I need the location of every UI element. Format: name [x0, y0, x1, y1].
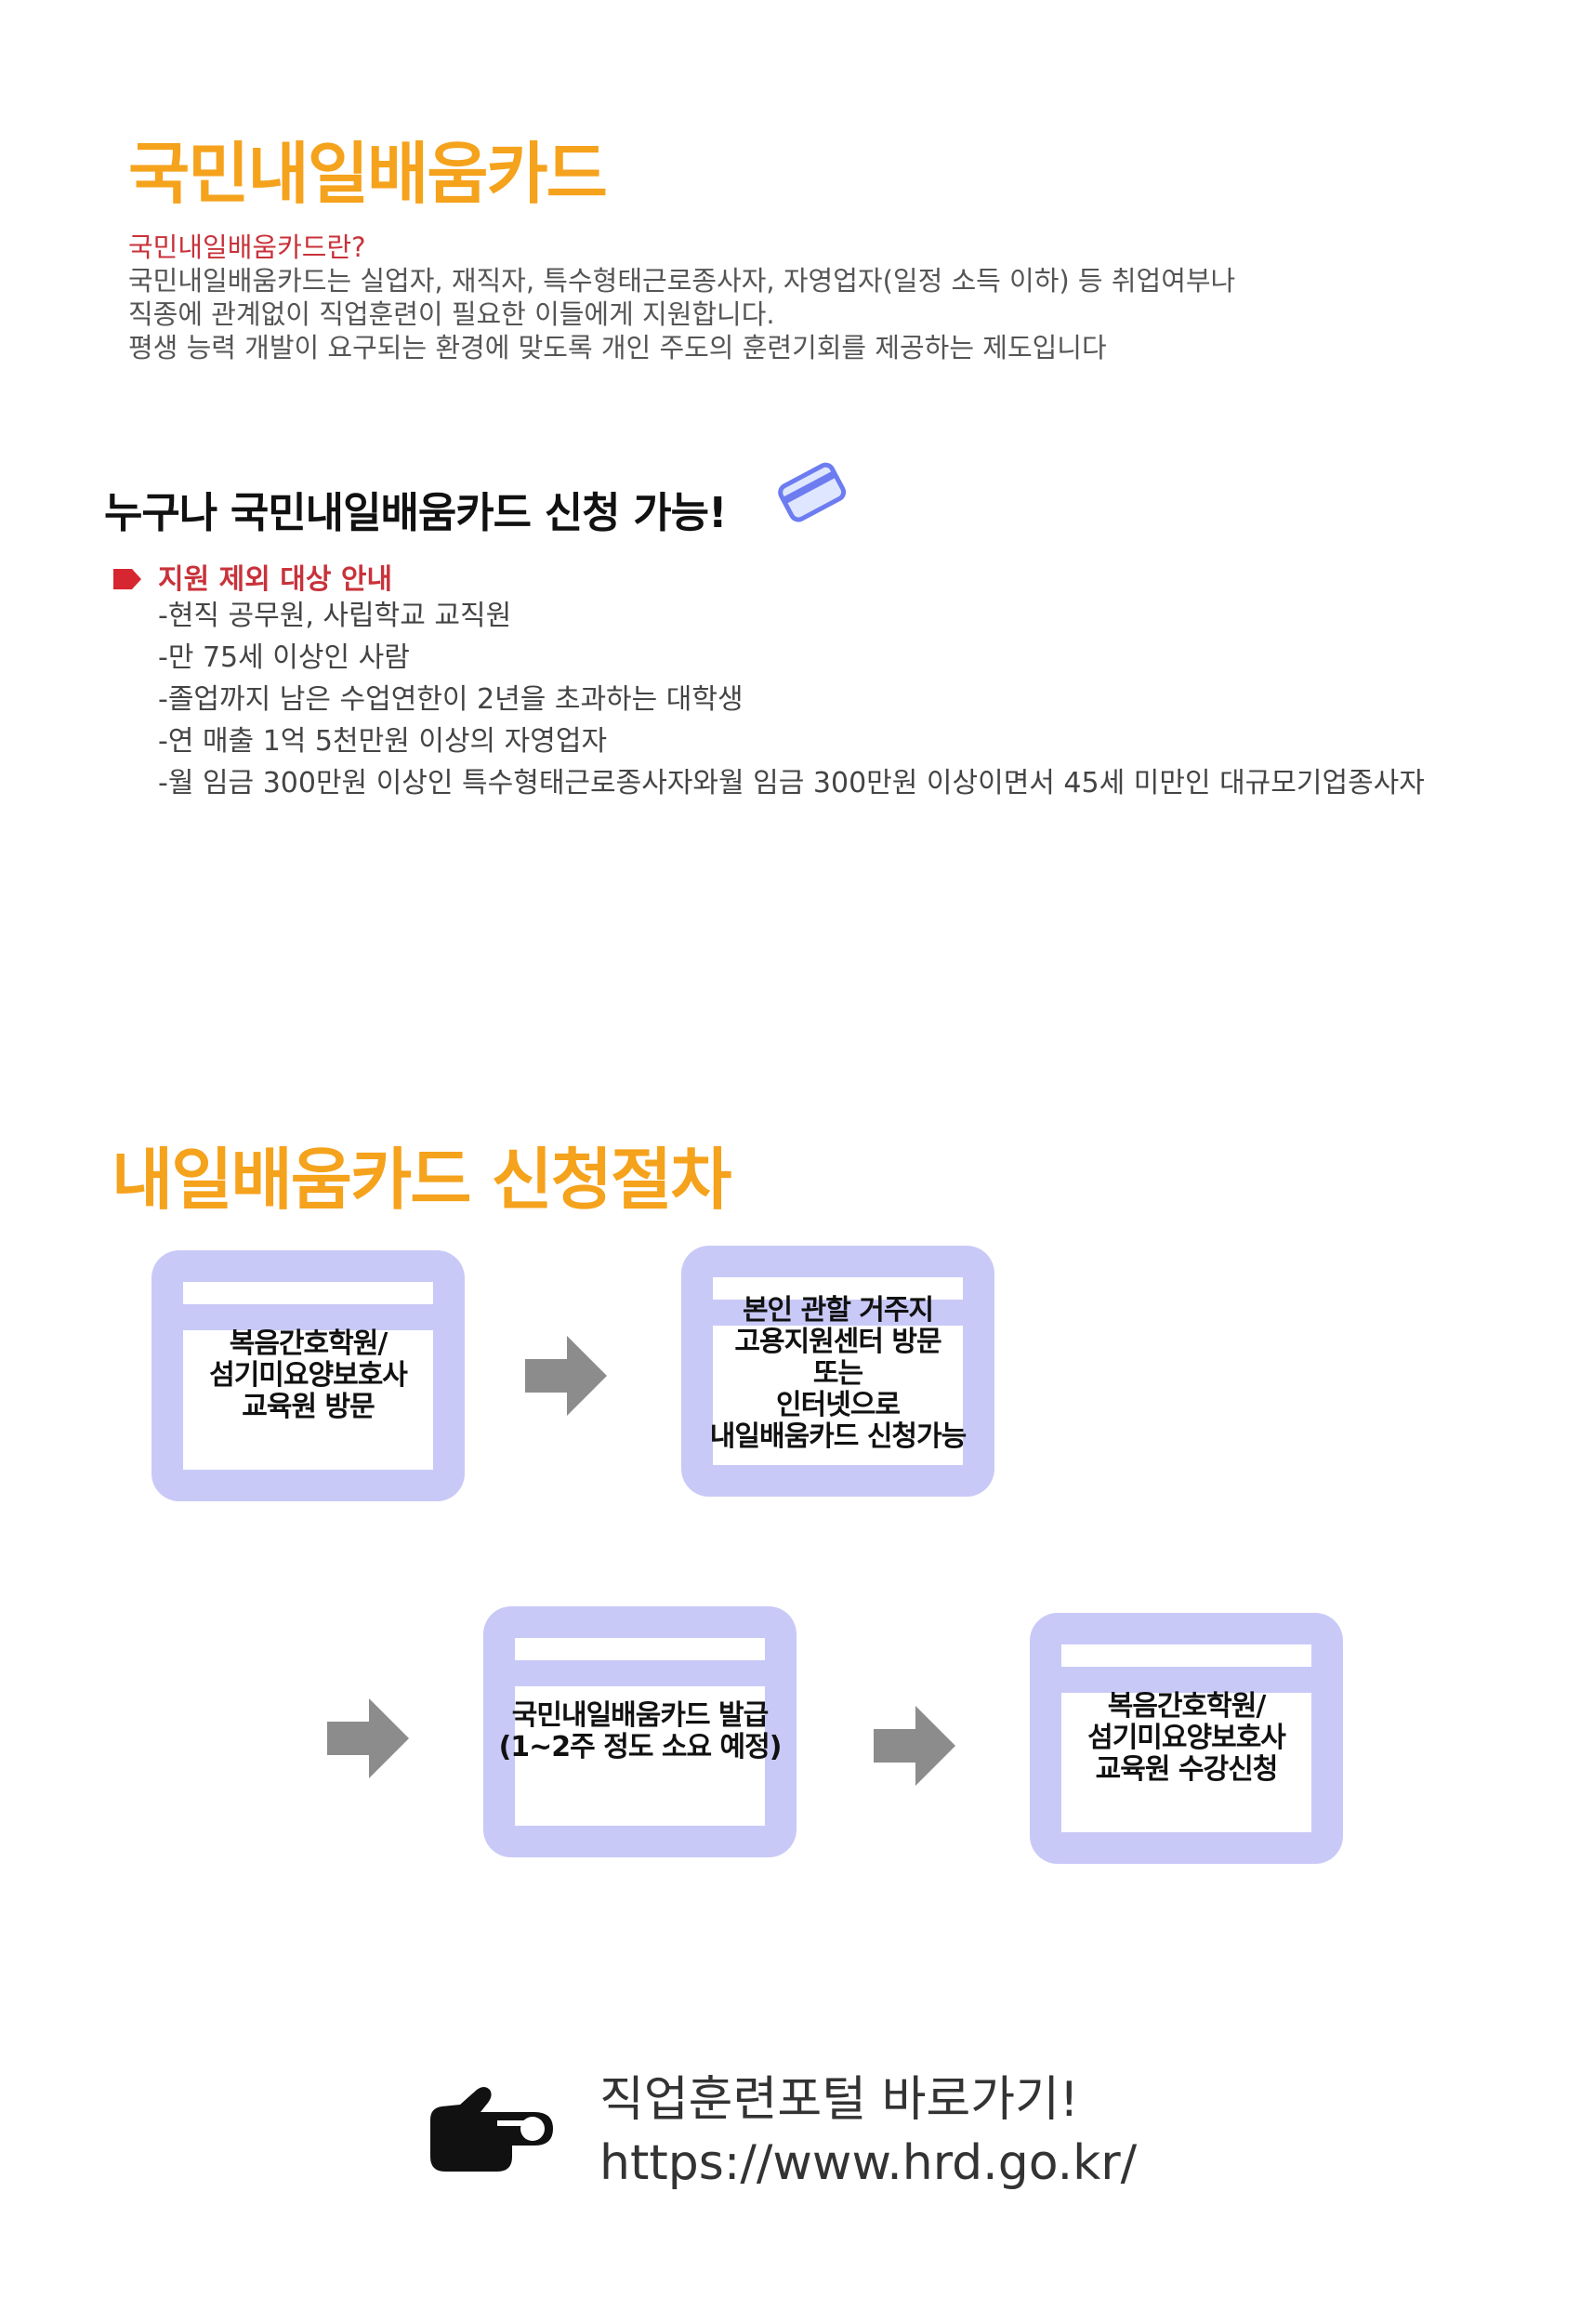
list-item: -만 75세 이상인 사람	[158, 641, 410, 674]
step-line: 섬기미요양보호사	[1087, 1722, 1286, 1754]
exclusion-title: 지원 제외 대상 안내	[158, 563, 393, 596]
exclusion-heading: 지원 제외 대상 안내	[113, 556, 392, 597]
list-item: -월 임금 300만원 이상인 특수형태근로종사자와월 임금 300만원 이상이…	[158, 767, 1425, 799]
credit-card-icon	[776, 460, 850, 529]
step-box-4: 복음간호학원/ 섬기미요양보호사 교육원 수강신청	[1030, 1613, 1343, 1864]
list-item: -졸업까지 남은 수업연한이 2년을 초과하는 대학생	[158, 683, 744, 716]
exclusion-list: -현직 공무원, 사립학교 교직원 -만 75세 이상인 사람 -졸업까지 남은…	[158, 595, 1425, 804]
intro-line: 평생 능력 개발이 요구되는 환경에 맞도록 개인 주도의 훈련기회를 제공하는…	[128, 332, 1107, 363]
step-box-2: 본인 관할 거주지 고용지원센터 방문 또는 인터넷으로 내일배움카드 신청가능	[681, 1246, 994, 1497]
intro-section: 국민내일배움카드란? 국민내일배움카드는 실업자, 재직자, 특수형태근로종사자…	[128, 231, 1235, 364]
step-text-wrap: 국민내일배움카드 발급 (1~2주 정도 소요 예정)	[499, 1638, 783, 1826]
step-band	[183, 1304, 433, 1330]
step-line: 내일배움카드 신청가능	[709, 1420, 967, 1453]
step-band	[713, 1300, 963, 1326]
step-text: 복음간호학원/ 섬기미요양보호사 교육원 수강신청	[1087, 1690, 1286, 1786]
step-text-wrap: 복음간호학원/ 섬기미요양보호사 교육원 방문	[183, 1282, 433, 1470]
step-box-1: 복음간호학원/ 섬기미요양보호사 교육원 방문	[151, 1250, 465, 1501]
step-text-wrap: 복음간호학원/ 섬기미요양보호사 교육원 수강신청	[1061, 1644, 1311, 1832]
step-line: 복음간호학원/	[229, 1327, 388, 1360]
eligibility-heading: 누구나 국민내일배움카드 신청 가능!	[104, 488, 728, 537]
step-line: 교육원 수강신청	[1095, 1753, 1279, 1786]
step-box-3: 국민내일배움카드 발급 (1~2주 정도 소요 예정)	[483, 1606, 797, 1857]
step-line: 국민내일배움카드 발급	[511, 1699, 769, 1732]
pointing-hand-icon	[423, 2082, 562, 2188]
label-tag-icon	[113, 564, 141, 597]
arrow-right-icon	[327, 1697, 411, 1784]
step-line: 복음간호학원/	[1107, 1690, 1267, 1723]
portal-link-label[interactable]: 직업훈련포털 바로가기!	[599, 2072, 1079, 2128]
arrow-right-icon	[874, 1704, 957, 1791]
portal-url[interactable]: https://www.hrd.go.kr/	[599, 2135, 1138, 2191]
step-line: 본인 관할 거주지	[742, 1294, 934, 1327]
step-line: 고용지원센터 방문	[734, 1326, 941, 1358]
step-text-wrap: 본인 관할 거주지 고용지원센터 방문 또는 인터넷으로 내일배움카드 신청가능	[709, 1283, 967, 1465]
list-item: -현직 공무원, 사립학교 교직원	[158, 600, 512, 632]
procedure-title: 내일배움카드 신청절차	[112, 1141, 731, 1219]
intro-line: 직종에 관계없이 직업훈련이 필요한 이들에게 지원합니다.	[128, 298, 775, 330]
portal-link[interactable]: 직업훈련포털 바로가기! https://www.hrd.go.kr/	[599, 2068, 1137, 2195]
step-line: 또는	[812, 1357, 863, 1390]
step-line: 섬기미요양보호사	[209, 1359, 408, 1392]
step-band	[1061, 1667, 1311, 1693]
step-line: 인터넷으로	[776, 1389, 901, 1421]
list-item: -연 매출 1억 5천만원 이상의 자영업자	[158, 725, 608, 758]
step-text: 국민내일배움카드 발급 (1~2주 정도 소요 예정)	[498, 1699, 783, 1763]
step-line: (1~2주 정도 소요 예정)	[498, 1731, 783, 1763]
step-text: 본인 관할 거주지 고용지원센터 방문 또는 인터넷으로 내일배움카드 신청가능	[709, 1294, 967, 1453]
step-line: 교육원 방문	[242, 1391, 375, 1423]
arrow-right-icon	[525, 1334, 609, 1421]
page-title: 국민내일배움카드	[128, 135, 608, 213]
intro-question: 국민내일배움카드란?	[128, 231, 366, 263]
intro-line: 국민내일배움카드는 실업자, 재직자, 특수형태근로종사자, 자영업자(일정 소…	[128, 265, 1236, 297]
step-text: 복음간호학원/ 섬기미요양보호사 교육원 방문	[209, 1327, 408, 1423]
step-band	[515, 1660, 765, 1686]
